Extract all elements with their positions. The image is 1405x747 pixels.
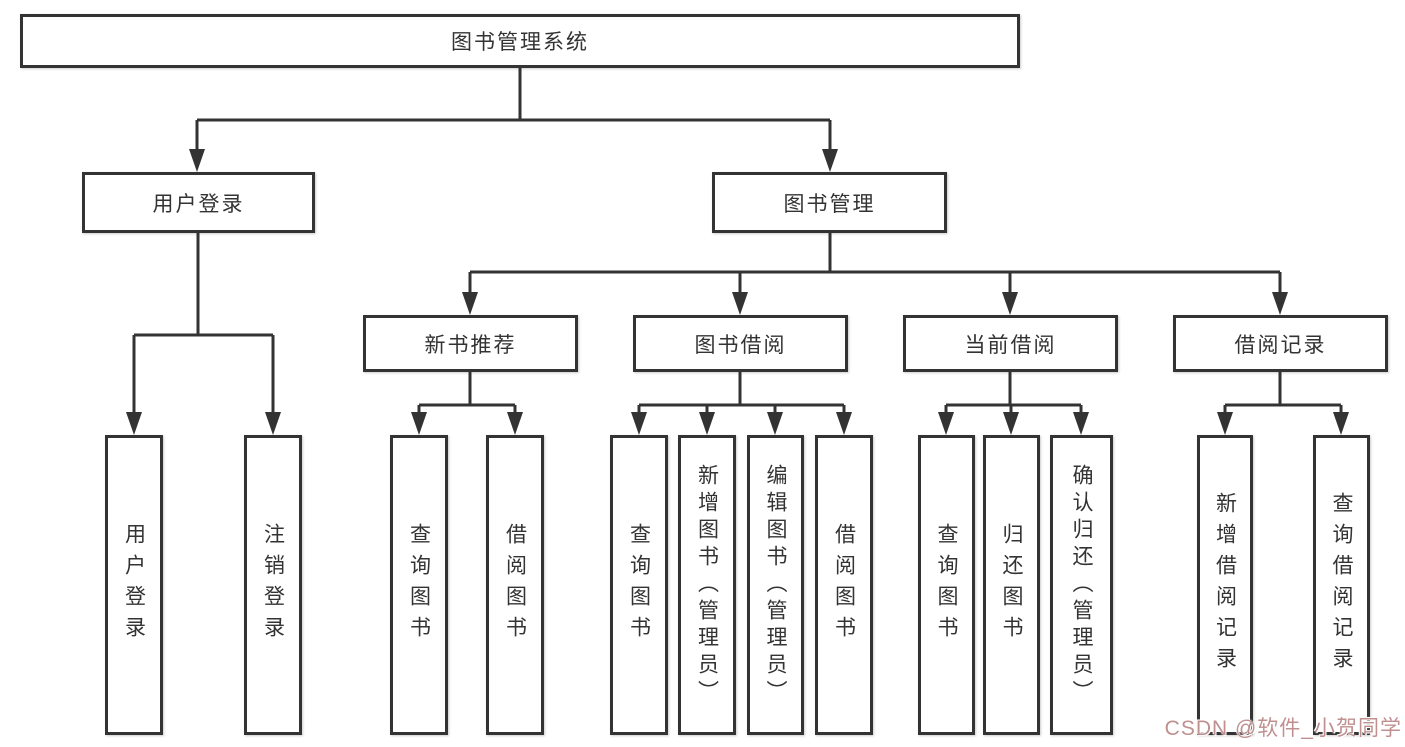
node-label: 查询图书 bbox=[935, 523, 958, 647]
edge-lines bbox=[132, 68, 1343, 419]
leaf-borrow-books: 借阅图书 bbox=[486, 435, 544, 735]
node-label: 新书推荐 bbox=[424, 333, 517, 357]
node-label: 查询图书 bbox=[407, 523, 431, 647]
watermark: CSDN @软件_小贺同学 bbox=[1164, 717, 1402, 740]
leaf-return-book: 归还图书 bbox=[983, 435, 1040, 735]
node-label: 新增图书（管理员） bbox=[695, 463, 719, 707]
node-label: 查询借阅记录 bbox=[1330, 492, 1353, 678]
leaf-query-borrow-record: 查询借阅记录 bbox=[1313, 435, 1370, 735]
node-label: 借阅记录 bbox=[1234, 333, 1327, 357]
node-label: 编辑图书（管理员） bbox=[764, 463, 787, 707]
node-current-borrow: 当前借阅 bbox=[903, 315, 1118, 372]
node-book-borrow: 图书借阅 bbox=[633, 315, 848, 372]
node-label: 确认归还（管理员） bbox=[1070, 463, 1093, 707]
node-label: 用户登录 bbox=[122, 523, 146, 647]
node-new-book-recommend: 新书推荐 bbox=[363, 315, 578, 372]
leaf-logout: 注销登录 bbox=[244, 435, 302, 735]
arrow-down-icons bbox=[126, 149, 1349, 435]
node-label: 借阅图书 bbox=[503, 523, 527, 647]
node-label: 当前借阅 bbox=[964, 333, 1057, 357]
leaf-add-book-admin: 新增图书（管理员） bbox=[678, 435, 736, 735]
node-user-login: 用户登录 bbox=[82, 172, 315, 233]
node-label: 图书借阅 bbox=[694, 333, 787, 357]
node-label: 图书管理 bbox=[783, 192, 876, 216]
leaf-edit-book-admin: 编辑图书（管理员） bbox=[747, 435, 804, 735]
node-label: 图书管理系统 bbox=[451, 31, 589, 54]
leaf-add-borrow-record: 新增借阅记录 bbox=[1197, 435, 1253, 735]
leaf-query-books: 查询图书 bbox=[918, 435, 975, 735]
leaf-query-books: 查询图书 bbox=[610, 435, 668, 735]
leaf-query-books: 查询图书 bbox=[390, 435, 448, 735]
node-label: 注销登录 bbox=[261, 523, 285, 647]
node-label: 查询图书 bbox=[627, 523, 651, 647]
node-label: 用户登录 bbox=[152, 192, 245, 216]
leaf-borrow-books: 借阅图书 bbox=[815, 435, 873, 735]
node-root-system: 图书管理系统 bbox=[20, 14, 1020, 68]
node-book-management: 图书管理 bbox=[712, 172, 947, 233]
node-label: 归还图书 bbox=[1000, 523, 1023, 647]
node-borrow-records: 借阅记录 bbox=[1173, 315, 1388, 372]
leaf-user-login: 用户登录 bbox=[105, 435, 163, 735]
leaf-confirm-return-admin: 确认归还（管理员） bbox=[1050, 435, 1113, 735]
node-label: 新增借阅记录 bbox=[1213, 492, 1237, 678]
node-label: 借阅图书 bbox=[832, 523, 856, 647]
